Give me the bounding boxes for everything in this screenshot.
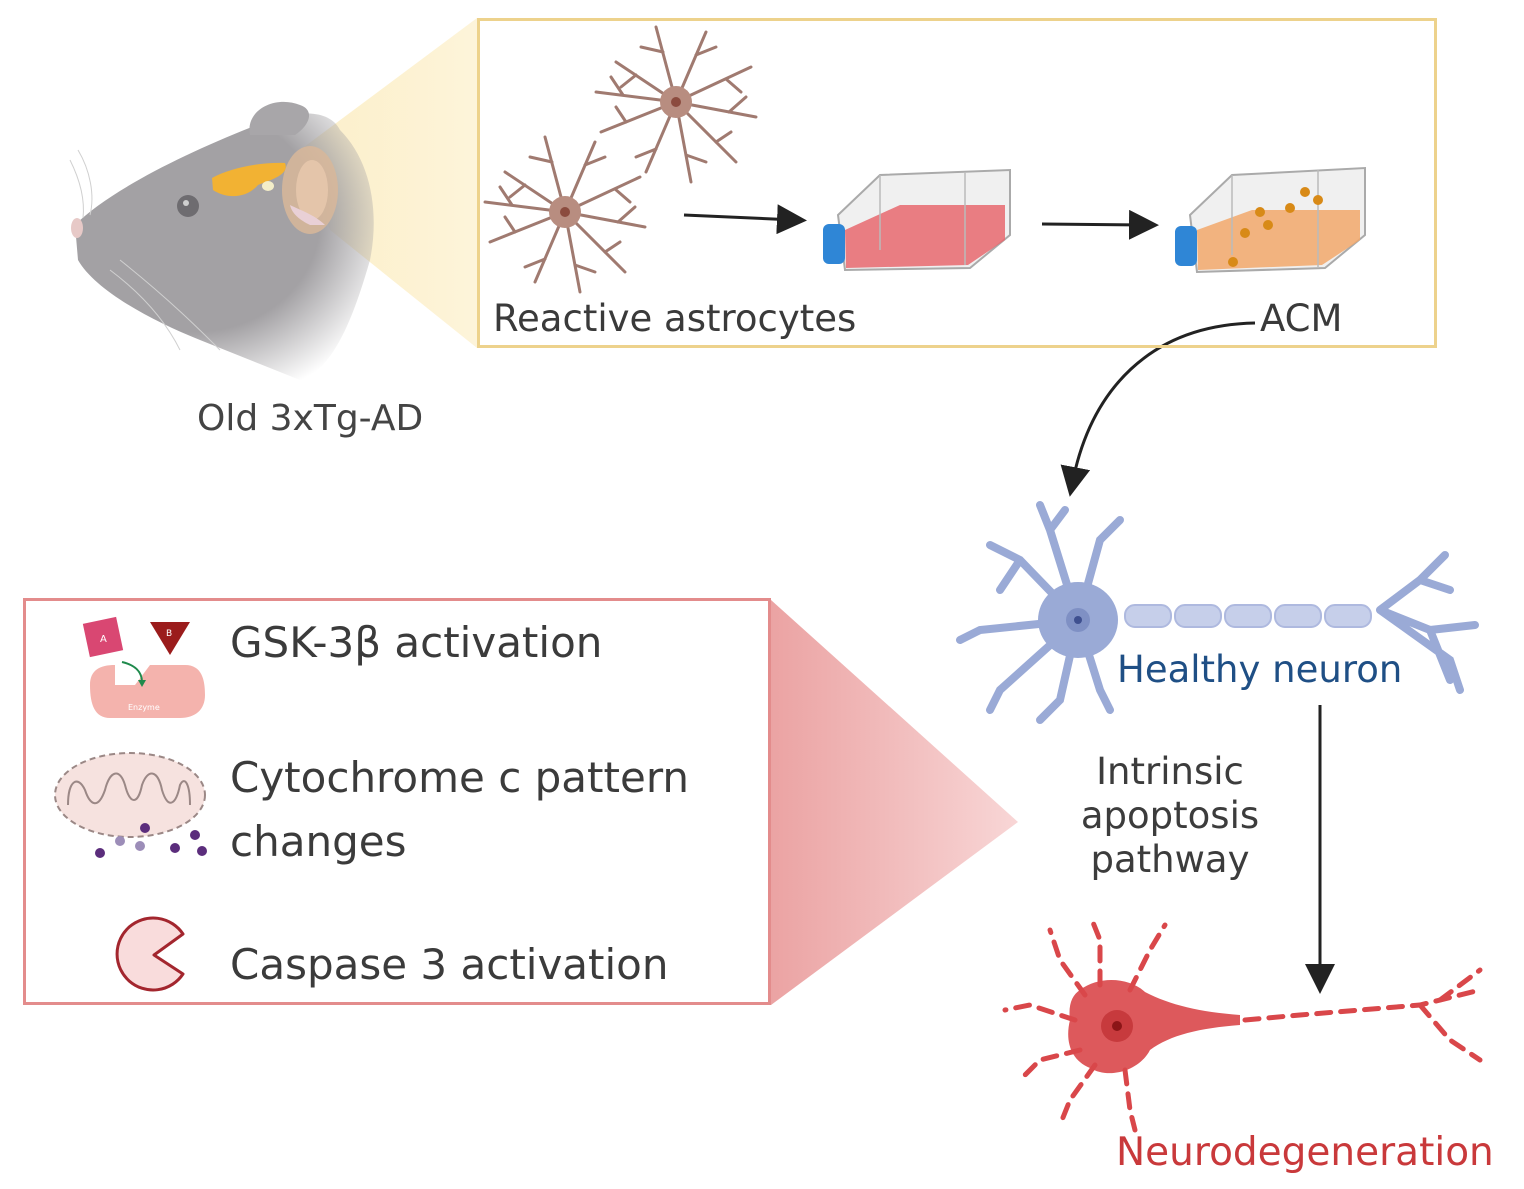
mitochondrion-icon xyxy=(54,752,207,858)
astrocyte-icon xyxy=(483,25,758,294)
enzyme-icon: A B Enzyme xyxy=(82,616,205,718)
acm-label: ACM xyxy=(1260,297,1343,340)
arrow-to-flask xyxy=(683,204,807,235)
axon-myelin xyxy=(1124,604,1372,628)
culture-panel xyxy=(477,18,1437,348)
svg-text:B: B xyxy=(166,629,172,639)
acm-flask-icon xyxy=(1175,166,1366,274)
healthy-neuron-icon xyxy=(956,501,1479,724)
arrow-to-acm xyxy=(1041,209,1159,240)
mouse-label: Old 3xTg-AD xyxy=(197,398,424,439)
zoom-beam xyxy=(300,18,477,348)
pathway-label: Intrinsic apoptosis pathway xyxy=(1080,750,1260,881)
svg-text:A: A xyxy=(100,634,107,645)
mechanism-gsk3b: GSK-3β activation xyxy=(230,618,603,667)
mechanism-cytochrome-c-line1: Cytochrome c pattern xyxy=(230,753,689,802)
svg-text:Enzyme: Enzyme xyxy=(128,703,160,712)
mechanism-cytochrome-c: Cytochrome c pattern changes xyxy=(230,746,689,874)
mechanism-cytochrome-c-line2: changes xyxy=(230,817,407,866)
arrow-acm-to-neuron xyxy=(1060,321,1256,497)
mouse-icon xyxy=(69,101,374,380)
degenerated-neuron-icon xyxy=(1002,912,1483,1133)
culture-flask-icon xyxy=(823,168,1011,272)
neurodegeneration-label: Neurodegeneration xyxy=(1116,1130,1494,1175)
astrocytes-label: Reactive astrocytes xyxy=(493,297,857,340)
caspase-icon xyxy=(115,916,185,992)
healthy-neuron-label: Healthy neuron xyxy=(1117,648,1403,691)
mechanism-caspase3: Caspase 3 activation xyxy=(230,940,669,989)
mechanism-callout xyxy=(771,600,1018,1005)
